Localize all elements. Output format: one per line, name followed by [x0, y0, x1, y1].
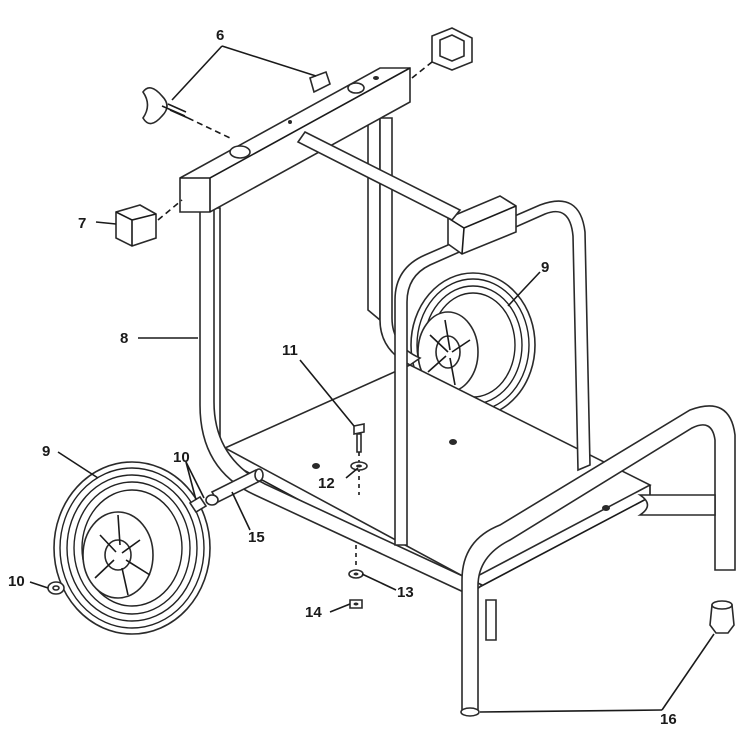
end-cap-part-7-top — [411, 27, 473, 79]
washer-part-13 — [348, 545, 364, 579]
callout-16: 16 — [660, 711, 677, 728]
callout-7: 7 — [78, 215, 86, 232]
cart-frame — [179, 67, 736, 713]
front-handle-frame — [461, 405, 736, 713]
callout-9-front-wheel: 9 — [42, 443, 50, 460]
handle-hoop — [394, 195, 591, 546]
callout-13: 13 — [397, 584, 414, 601]
callout-9-rear-wheel: 9 — [541, 259, 549, 276]
nut-part-14 — [349, 599, 363, 609]
callout-10-wheel-nut: 10 — [8, 573, 25, 590]
callout-14: 14 — [305, 604, 322, 621]
end-cap-part-7 — [115, 199, 183, 247]
callout-11: 11 — [282, 342, 298, 359]
callout-15: 15 — [248, 529, 265, 546]
nut-part-10 — [47, 494, 219, 595]
knob-part-6 — [142, 70, 331, 139]
callout-8: 8 — [120, 330, 128, 347]
callout-10-axle-nut: 10 — [173, 449, 190, 466]
bolt-part-11 — [353, 423, 365, 495]
callout-6: 6 — [216, 27, 224, 44]
callouts: 6 7 8 9 9 10 10 11 12 13 14 15 16 — [8, 27, 677, 728]
leader-lines — [29, 45, 715, 713]
washer-part-12 — [350, 461, 368, 471]
foot-part-16 — [460, 600, 735, 717]
front-wheel-part-9 — [53, 461, 211, 635]
top-crossbar — [179, 67, 462, 222]
callout-12: 12 — [318, 475, 335, 492]
